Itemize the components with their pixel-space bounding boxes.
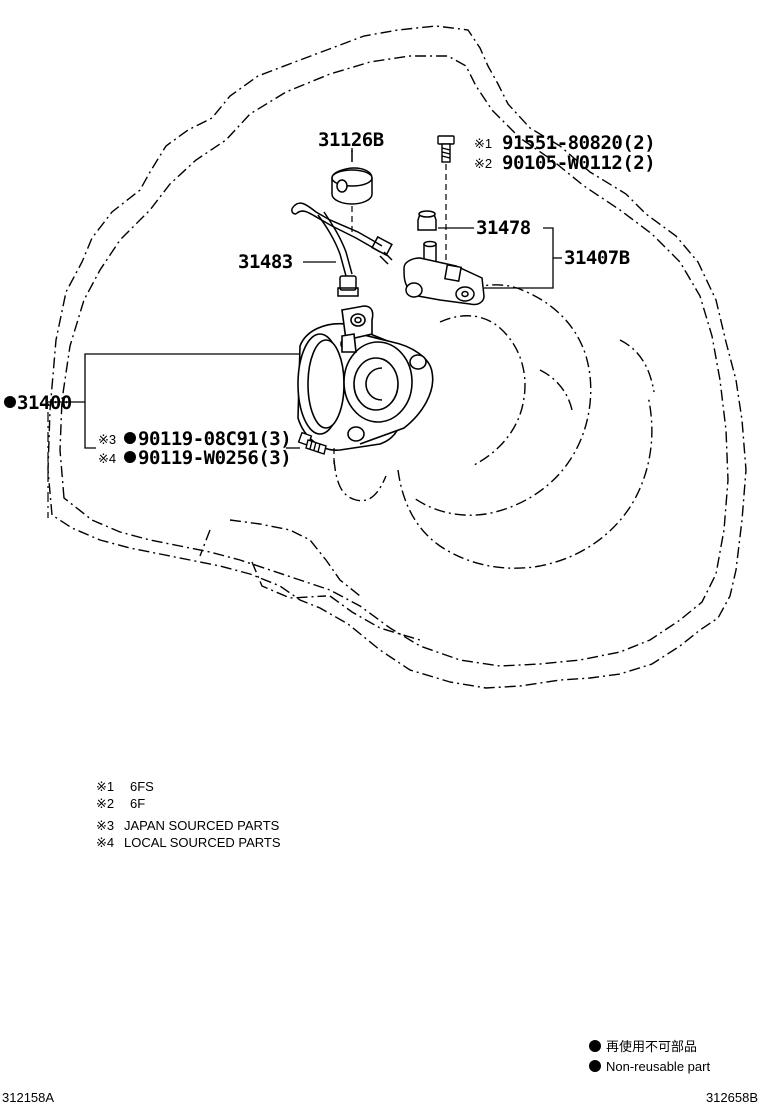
legend: 再使用不可部品 Non-reusable part [589,1039,710,1074]
footnote-3-text: JAPAN SOURCED PARTS [124,818,280,833]
footnote-1-mark: ※1 [96,779,114,794]
screw-b-mark: ※4 [98,451,116,466]
legend-marker-jp [589,1040,601,1052]
bolt-a-mark: ※1 [474,136,492,151]
legend-text-jp: 再使用不可部品 [606,1039,697,1054]
bolt-drawing [437,135,455,163]
cap-31478-drawing [417,210,437,231]
non-reusable-marker-screw-b [124,451,136,463]
label-screw-90119-W0256: 90119-W0256(3) [138,447,291,469]
label-bolt-91551-80820: 91551-80820(2) [502,132,655,154]
footnote-4-mark: ※4 [96,835,114,850]
bolt-b-mark: ※2 [474,156,492,171]
footnote-2-text: 6F [130,796,145,811]
non-reusable-marker-31400 [4,396,16,408]
diagram-code-right: 312658B [706,1090,758,1105]
label-bolt-90105-W0112: 90105-W0112(2) [502,152,655,174]
diagram-code-left: 312158A [2,1090,54,1105]
release-cylinder-31400-drawing [297,305,434,451]
screw-a-mark: ※3 [98,432,116,447]
fitting-31407B-drawing [403,240,485,306]
label-31126B: 31126B [318,129,384,151]
label-31407B: 31407B [564,247,630,269]
grommet-31126B-drawing [331,150,373,205]
footnote-2-mark: ※2 [96,796,114,811]
legend-marker-en [589,1060,601,1072]
transmission-housing-outline [47,25,747,689]
footnote-1-text: 6FS [130,779,154,794]
screw-drawing [297,431,327,455]
callout-leader-lines [48,148,562,449]
footnotes: ※1 6FS ※2 6F ※3 JAPAN SOURCED PARTS ※4 L… [96,779,281,850]
clutch-tube-31483-drawing [291,202,393,297]
legend-text-en: Non-reusable part [606,1059,710,1074]
footnote-4-text: LOCAL SOURCED PARTS [124,835,281,850]
label-31483: 31483 [238,251,293,273]
footnote-3-mark: ※3 [96,818,114,833]
label-screw-90119-08C91: 90119-08C91(3) [138,428,291,450]
non-reusable-marker-screw-a [124,432,136,444]
label-31400: 31400 [17,392,72,414]
label-31478: 31478 [476,217,531,239]
